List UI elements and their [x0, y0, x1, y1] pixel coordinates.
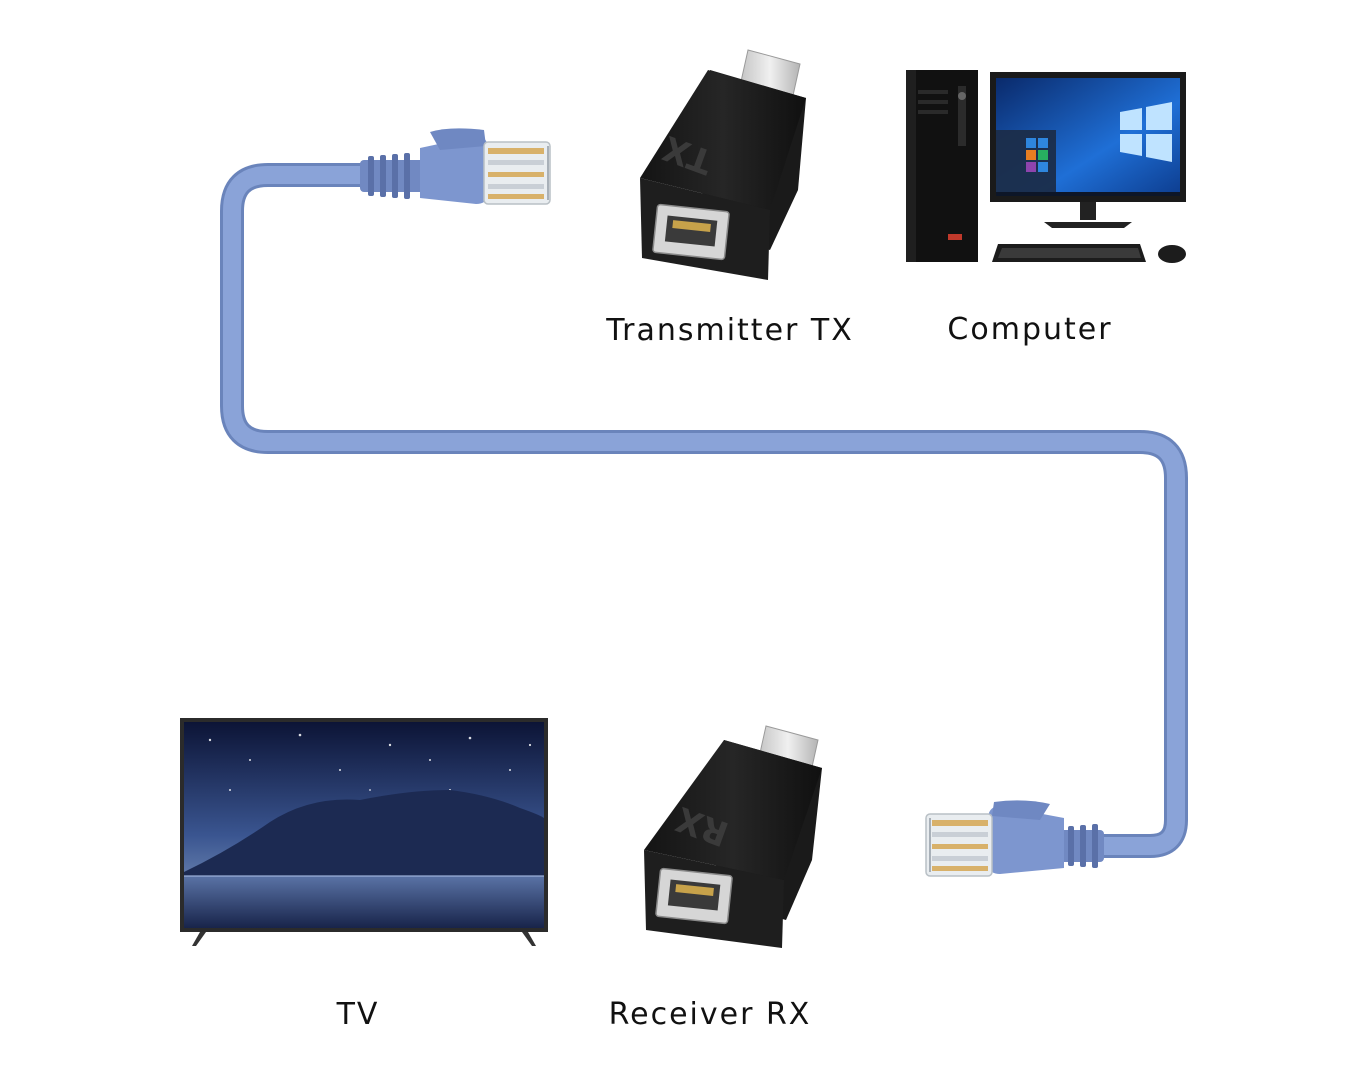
pc-monitor [990, 72, 1186, 228]
ethernet-cable [220, 163, 1188, 858]
computer-illustration [906, 70, 1186, 263]
tv-label: TV [336, 997, 380, 1032]
pc-keyboard [992, 244, 1146, 262]
pc-tower [906, 70, 978, 262]
receiver-label: Receiver RX [608, 997, 812, 1032]
pc-mouse [1158, 245, 1186, 263]
windows-logo-icon [1120, 102, 1172, 162]
tv-illustration [180, 718, 548, 946]
transmitter-label: Transmitter TX [606, 313, 854, 348]
transmitter-adapter: TX [640, 49, 806, 280]
rj45-plug-bottom [925, 800, 1104, 877]
rj45-plug-top [360, 128, 551, 205]
receiver-adapter: RX [644, 725, 822, 948]
computer-label: Computer [947, 312, 1113, 347]
tv-stars [208, 733, 532, 791]
